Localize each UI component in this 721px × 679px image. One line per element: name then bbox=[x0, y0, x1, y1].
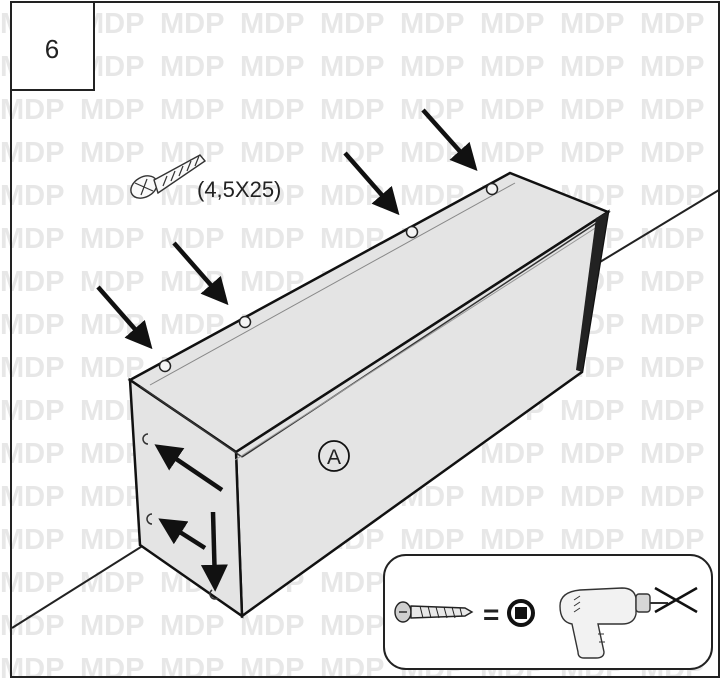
prohibited-cross-icon bbox=[654, 586, 698, 614]
panel-inner-edge-end bbox=[139, 385, 243, 458]
arrow bbox=[96, 285, 153, 350]
end-hole bbox=[142, 433, 149, 445]
panel-bevel-line bbox=[234, 224, 601, 461]
screw-hole bbox=[485, 182, 499, 196]
arrow bbox=[421, 108, 478, 172]
step-number-box: 6 bbox=[10, 1, 95, 91]
screw-spec-label: (4,5X25) bbox=[197, 177, 281, 202]
screw-hole bbox=[238, 315, 252, 329]
equals-sign: = bbox=[483, 599, 499, 630]
hint-screw-icon bbox=[394, 601, 474, 623]
arrow bbox=[154, 444, 224, 492]
step-frame bbox=[10, 1, 720, 678]
panel-label: A bbox=[318, 440, 350, 472]
panel-box bbox=[127, 171, 611, 619]
step-number: 6 bbox=[45, 34, 59, 64]
arrow bbox=[158, 518, 207, 550]
panel-right-edge-shadow bbox=[576, 212, 608, 372]
insertion-arrows bbox=[96, 108, 478, 350]
square-bit-icon bbox=[507, 599, 535, 627]
arrow bbox=[172, 241, 229, 306]
wall-floor-line-left bbox=[11, 534, 161, 629]
arrow bbox=[200, 511, 228, 592]
wall-floor-line-right bbox=[599, 189, 720, 263]
tool-hint-frame bbox=[383, 554, 713, 670]
screw-hole bbox=[158, 359, 172, 373]
power-drill-icon bbox=[559, 587, 668, 659]
end-hole bbox=[146, 513, 153, 525]
panel-label-text: A bbox=[327, 446, 341, 469]
screw-hole bbox=[405, 225, 419, 239]
end-face-arrows bbox=[154, 444, 228, 592]
screw-icon bbox=[130, 154, 207, 199]
panel-top-highlight bbox=[149, 182, 516, 386]
screw-holes bbox=[158, 182, 499, 373]
tool-hint-box: = bbox=[383, 554, 713, 670]
arrow bbox=[343, 151, 400, 216]
